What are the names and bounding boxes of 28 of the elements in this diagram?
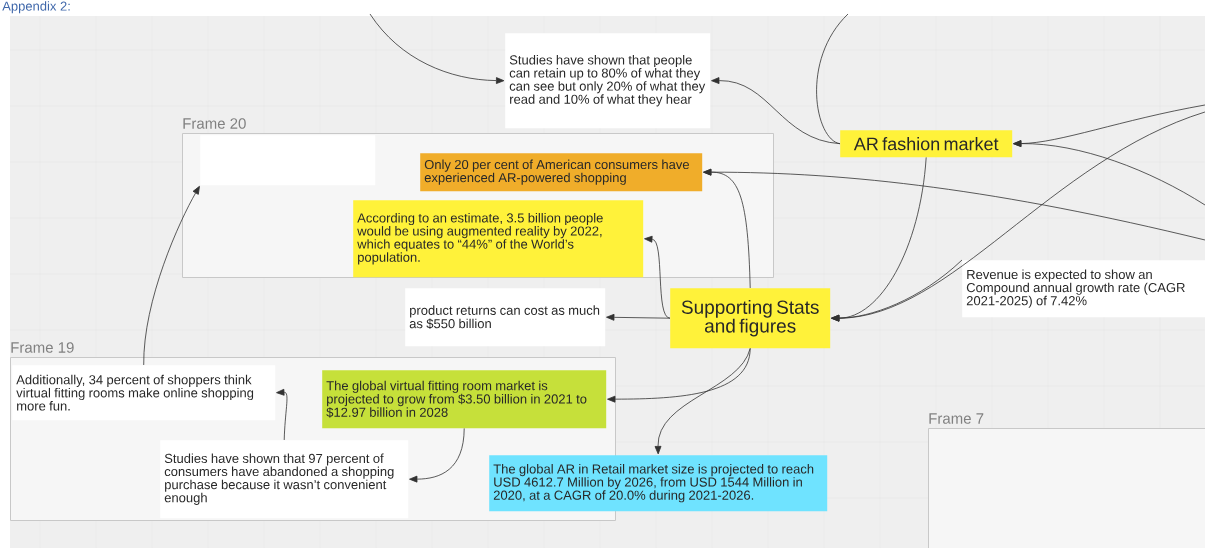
link-box (200, 135, 376, 186)
node-label: Frame 19 (11, 342, 74, 353)
arrow (409, 428, 465, 483)
arrow (703, 168, 751, 289)
arrow (654, 348, 751, 455)
arrow (369, 13, 505, 84)
arrow (644, 235, 671, 319)
text-note: product returns can cost as much as $550 billion (405, 288, 606, 347)
title: Appendix 2: (2, 1, 70, 14)
sticky-note: The global AR in Retail market size is projected to reach USD 4612.7 Million by 2026, from USD 1544 Million in 2020, at a CAGR of 20.0% during 2021-2026. (489, 455, 828, 512)
topic-box: AR fashion market (840, 130, 1013, 158)
text-note: Studies have shown that 97 percent of consumers have abandoned a shopping purchase because it wasn’t convenient enough (160, 440, 409, 519)
text-note: Revenue is expected to show an Compound annual growth rate (CAGR 2021-2025) of 7.42% (962, 260, 1205, 318)
arrow (1013, 140, 1205, 206)
arrow (143, 185, 200, 366)
arrow (831, 259, 963, 322)
text-note: Studies have shown that people can retain up to 80% of what they can see but only 20% of what they read and 10% of what they hear (505, 33, 711, 129)
arrow (606, 313, 671, 321)
text-note: Additionally, 34 percent of shoppers think virtual fitting rooms make online shopping more fun. (12, 365, 276, 421)
arrow (276, 388, 288, 441)
sticky-note: The global virtual fitting room market is projected to grow from $3.50 billion in 2021 to $12.97 billion in 2028 (322, 370, 607, 429)
topic-box: Supporting Stats and figures (670, 288, 831, 349)
sticky-note: According to an estimate, 3.5 billion people would be using augmented reality by 2022, which equates to “44%” of the World’s population. (353, 200, 644, 278)
node-label: Frame 7 (929, 413, 984, 424)
arrow (607, 348, 751, 403)
sticky-note: Only 20 per cent of American consumers have experienced AR-powered shopping (420, 153, 703, 192)
node-label: Frame 20 (183, 118, 246, 129)
frame: Frame 7 (928, 413, 1205, 548)
